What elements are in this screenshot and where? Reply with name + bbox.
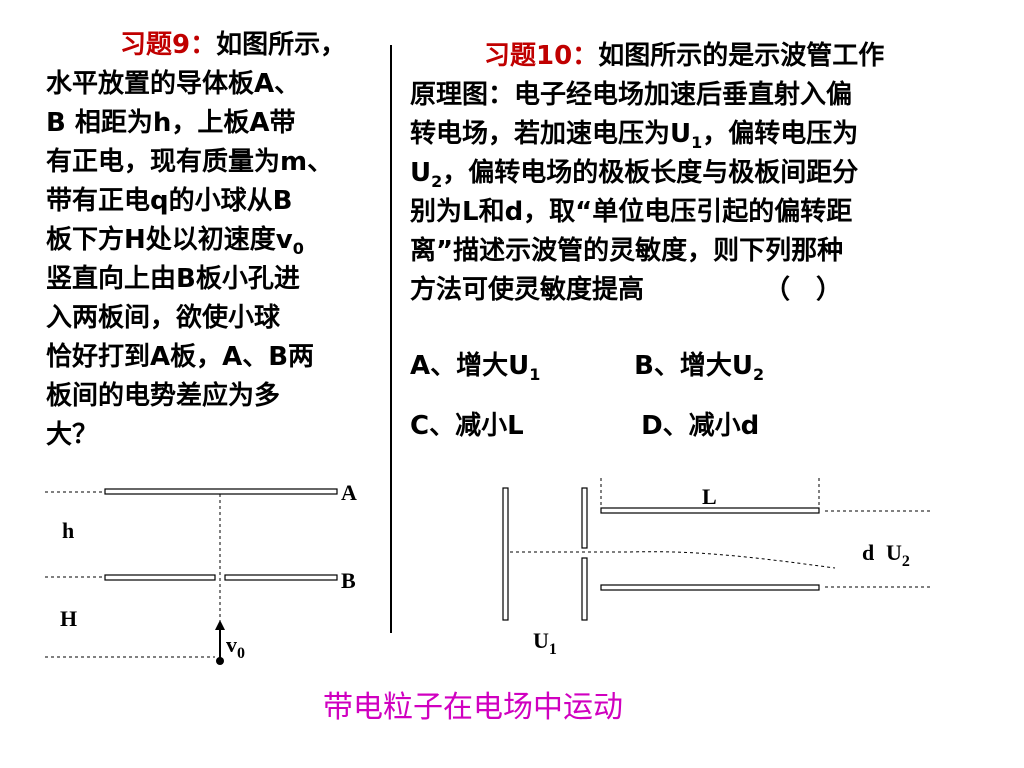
plate-a — [104, 488, 338, 495]
problem-9-text: 习题9：如图所示， 水平放置的导体板A、 B 相距为h，上板A带 有正电，现有质… — [46, 26, 391, 455]
problem-10-line: 别为L和d，取“单位电压引起的偏转距 — [410, 197, 853, 227]
label-h-large: H — [60, 606, 78, 631]
label-l: L — [702, 484, 717, 509]
problem-9-label: 习题9： — [120, 30, 217, 60]
problem-10-line: 如图所示的是示波管工作 — [598, 41, 885, 71]
plate-b-right — [224, 574, 338, 581]
problem-10-line: 方法可使灵敏度提高（ ） — [410, 275, 843, 305]
label-u1: U1 — [533, 628, 557, 658]
anode-plate-lower — [581, 557, 588, 621]
problem-10-line: 转电场，若加速电压为U1，偏转电压为 — [410, 119, 859, 152]
options-row-1: A、增大U1 B、增大U2 — [410, 346, 764, 386]
label-d: d — [862, 540, 875, 565]
label-u2: U2 — [886, 540, 910, 570]
label-v0: v0 — [226, 632, 245, 662]
label-h-small: h — [62, 518, 75, 543]
options-row-2: C、减小L D、减小d — [410, 406, 759, 446]
deflection-plate-upper — [600, 507, 820, 514]
problem-10-line: U2，偏转电场的极板长度与极板间距分 — [410, 158, 859, 191]
problem-9-line: 如图所示， — [216, 30, 347, 60]
deflected-path — [629, 551, 836, 569]
option-b: B、增大U2 — [634, 351, 765, 384]
label-a: A — [341, 480, 357, 505]
slide-caption: 带电粒子在电场中运动 — [323, 690, 623, 725]
ball — [216, 657, 224, 665]
column-divider — [390, 45, 392, 633]
problem-9-line: 有正电，现有质量为m、 — [46, 147, 334, 177]
problem-9-line: 带有正电q的小球从B — [46, 186, 293, 216]
problem-9-line: 竖直向上由B板小孔进 — [46, 264, 300, 294]
problem-10-label: 习题10： — [484, 41, 599, 71]
option-c: C、减小L — [410, 411, 524, 441]
option-d: D、减小d — [641, 411, 760, 441]
figure-9 — [45, 488, 338, 665]
problem-9-line: 板间的电势差应为多 — [46, 381, 281, 411]
cathode-plate — [502, 487, 509, 621]
problem-10-line: 原理图：电子经电场加速后垂直射入偏 — [410, 80, 853, 110]
figure-10 — [502, 478, 932, 621]
problem-10-text: 习题10：如图所示的是示波管工作 原理图：电子经电场加速后垂直射入偏 转电场，若… — [410, 37, 1000, 310]
answer-bracket: （ ） — [764, 275, 843, 305]
problem-9-line: 水平放置的导体板A、 — [46, 69, 301, 99]
problem-10-line: 离”描述示波管的灵敏度，则下列那种 — [410, 236, 844, 266]
arrow-head — [215, 620, 225, 630]
problem-9-line: 大？ — [46, 420, 99, 450]
deflection-plate-lower — [600, 584, 820, 591]
problem-9-line: B 相距为h，上板A带 — [46, 108, 296, 138]
plate-b-left — [104, 574, 216, 581]
problem-9-line: 入两板间，欲使小球 — [46, 303, 281, 333]
problem-9-line: 板下方H处以初速度v0 — [46, 225, 304, 258]
anode-plate-upper — [581, 487, 588, 549]
problem-9-line: 恰好打到A板，A、B两 — [46, 342, 315, 372]
label-b: B — [341, 568, 356, 593]
option-a: A、增大U1 — [410, 351, 541, 384]
